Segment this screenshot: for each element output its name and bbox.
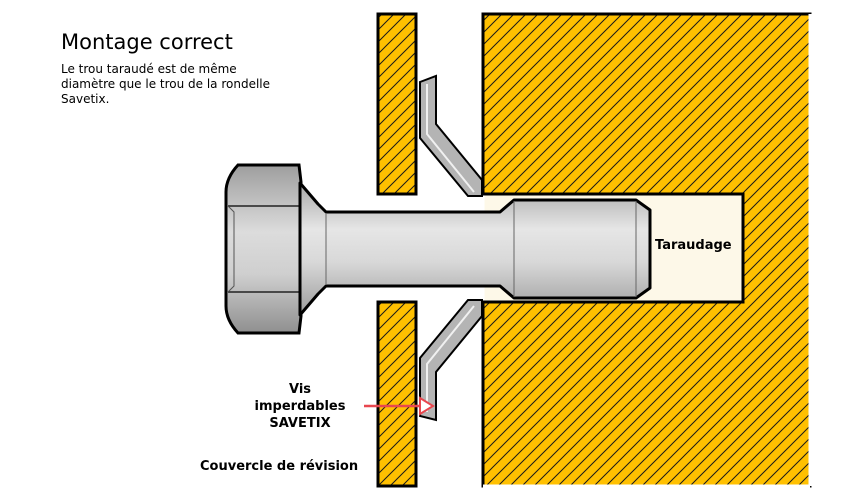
description-line-3: Savetix. bbox=[61, 92, 109, 106]
bolt-shank bbox=[298, 181, 652, 317]
label-couvercle: Couvercle de révision bbox=[200, 459, 358, 474]
bolt-head bbox=[224, 163, 303, 335]
washer-top bbox=[419, 74, 483, 197]
description-line-2: diamètre que le trou de la rondelle bbox=[61, 77, 270, 91]
washer-bottom bbox=[419, 299, 483, 422]
red-pointer-arrow-icon bbox=[364, 396, 435, 416]
cover-plate-top bbox=[376, 12, 418, 196]
description-line-1: Le trou taraudé est de même bbox=[61, 62, 237, 76]
label-vis-line-1: Vis bbox=[289, 382, 311, 397]
label-taraudage: Taraudage bbox=[655, 238, 732, 253]
cover-plate-bottom bbox=[376, 300, 418, 488]
label-vis-line-3: SAVETIX bbox=[269, 416, 330, 431]
label-vis-line-2: imperdables bbox=[255, 399, 346, 414]
page-title: Montage correct bbox=[61, 30, 233, 54]
